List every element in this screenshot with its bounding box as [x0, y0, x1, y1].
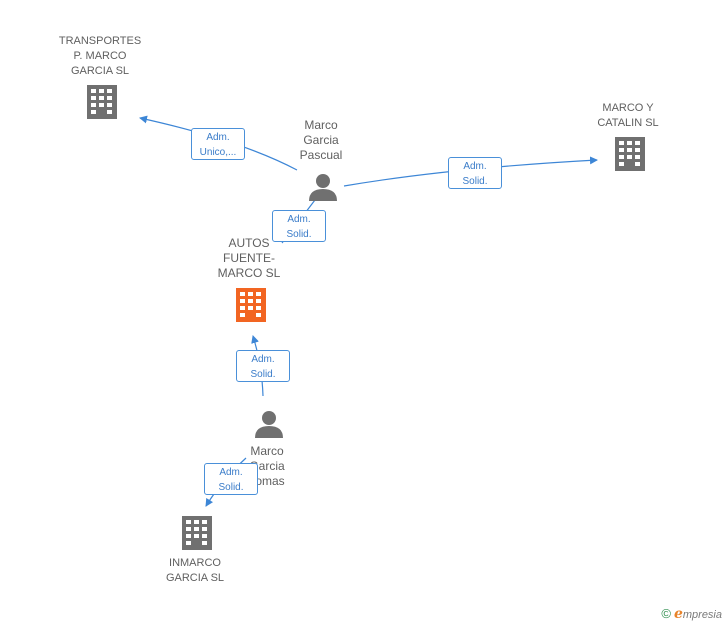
person-label-marco-garcia-tomas[interactable]: Marco Garcia Tomas [228, 444, 306, 489]
edge-label-line2: Solid. [218, 482, 244, 493]
person-label-marco-garcia-pascual[interactable]: Marco Garcia Pascual [282, 118, 360, 163]
copyright-icon: © [661, 606, 671, 621]
edge-label-adm-solid-catalin[interactable]: Adm. Solid. [448, 157, 502, 189]
edge-label-line1: Adm. [206, 132, 230, 143]
building-icon-transportes [87, 85, 117, 119]
person-icon-pascual [309, 174, 337, 201]
edge-label-adm-unico[interactable]: Adm. Unico,... [191, 128, 245, 160]
person-icon-tomas [255, 411, 283, 438]
company-label-transportes[interactable]: TRANSPORTES P. MARCO GARCIA SL [52, 34, 148, 79]
label-text: MARCO Y CATALIN SL [597, 102, 659, 129]
building-icon-catalin [615, 137, 645, 171]
edge-label-adm-solid-autos[interactable]: Adm. Solid. [272, 210, 326, 242]
label-text: AUTOS FUENTE- MARCO SL [217, 236, 281, 280]
brand-logo: ©empresia [661, 606, 722, 622]
company-label-marco-catalin[interactable]: MARCO Y CATALIN SL [585, 101, 671, 131]
label-text: Marco Garcia Pascual [299, 118, 343, 162]
edge-label-line1: Adm. [287, 214, 311, 225]
label-text: INMARCO GARCIA SL [165, 557, 225, 584]
edge-label-adm-solid-inmarco[interactable]: Adm. Solid. [204, 463, 258, 495]
label-text: TRANSPORTES P. MARCO GARCIA SL [58, 35, 142, 77]
company-label-inmarco[interactable]: INMARCO GARCIA SL [150, 556, 240, 586]
edge-label-line2: Solid. [462, 176, 488, 187]
company-label-autos-fuente-marco[interactable]: AUTOS FUENTE- MARCO SL [204, 236, 294, 281]
edge-label-line1: Adm. [219, 467, 243, 478]
edge-label-line2: Solid. [286, 229, 312, 240]
edge-label-adm-solid-tomas-autos[interactable]: Adm. Solid. [236, 350, 290, 382]
edge-label-line1: Adm. [251, 354, 275, 365]
edge-label-line1: Adm. [463, 161, 487, 172]
building-icon-autos-fuente [236, 288, 266, 322]
brand-e-letter: e [673, 606, 683, 622]
edge-label-line2: Solid. [250, 369, 276, 380]
building-icon-inmarco [182, 516, 212, 550]
edge-label-line2: Unico,... [199, 147, 237, 158]
brand-wordmark: mpresia [682, 609, 722, 621]
label-text: Marco Garcia Tomas [249, 444, 285, 488]
